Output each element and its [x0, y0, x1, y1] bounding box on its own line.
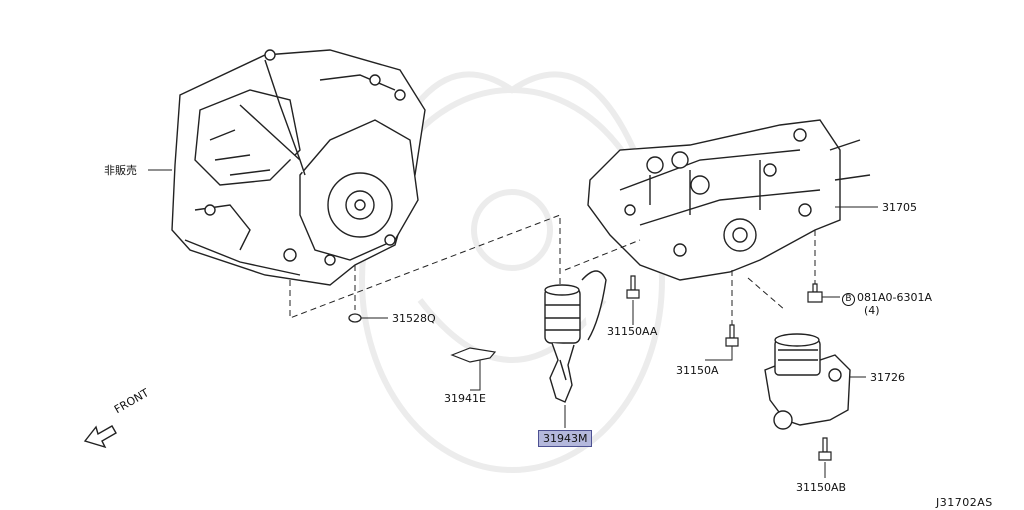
dashed-leaders	[289, 214, 816, 325]
front-arrow	[83, 425, 117, 449]
label-bolt-qty: (4)	[864, 304, 880, 317]
figure-id: J31702AS	[936, 496, 993, 509]
label-31150ab[interactable]: 31150AB	[796, 481, 847, 494]
label-not-sold: 非販売	[104, 164, 137, 177]
control-valve-body	[587, 119, 871, 281]
label-31150aa[interactable]: 31150AA	[607, 325, 658, 338]
solenoid-harness	[544, 270, 607, 403]
label-31150a[interactable]: 31150A	[676, 364, 719, 377]
label-31705[interactable]: 31705	[882, 201, 917, 214]
gasket-part	[450, 347, 497, 363]
label-31528q[interactable]: 31528Q	[392, 312, 436, 325]
label-31726[interactable]: 31726	[870, 371, 905, 384]
transmission-case	[171, 49, 426, 286]
label-31941e[interactable]: 31941E	[444, 392, 486, 405]
bolt-circle-mark: B	[842, 293, 855, 306]
label-31943m-highlighted[interactable]: 31943M	[538, 430, 593, 447]
bolt-code: 081A0-6301A	[857, 291, 933, 304]
o-ring-part	[348, 313, 362, 323]
filter-pump-part	[764, 333, 851, 430]
bolts	[626, 275, 832, 461]
